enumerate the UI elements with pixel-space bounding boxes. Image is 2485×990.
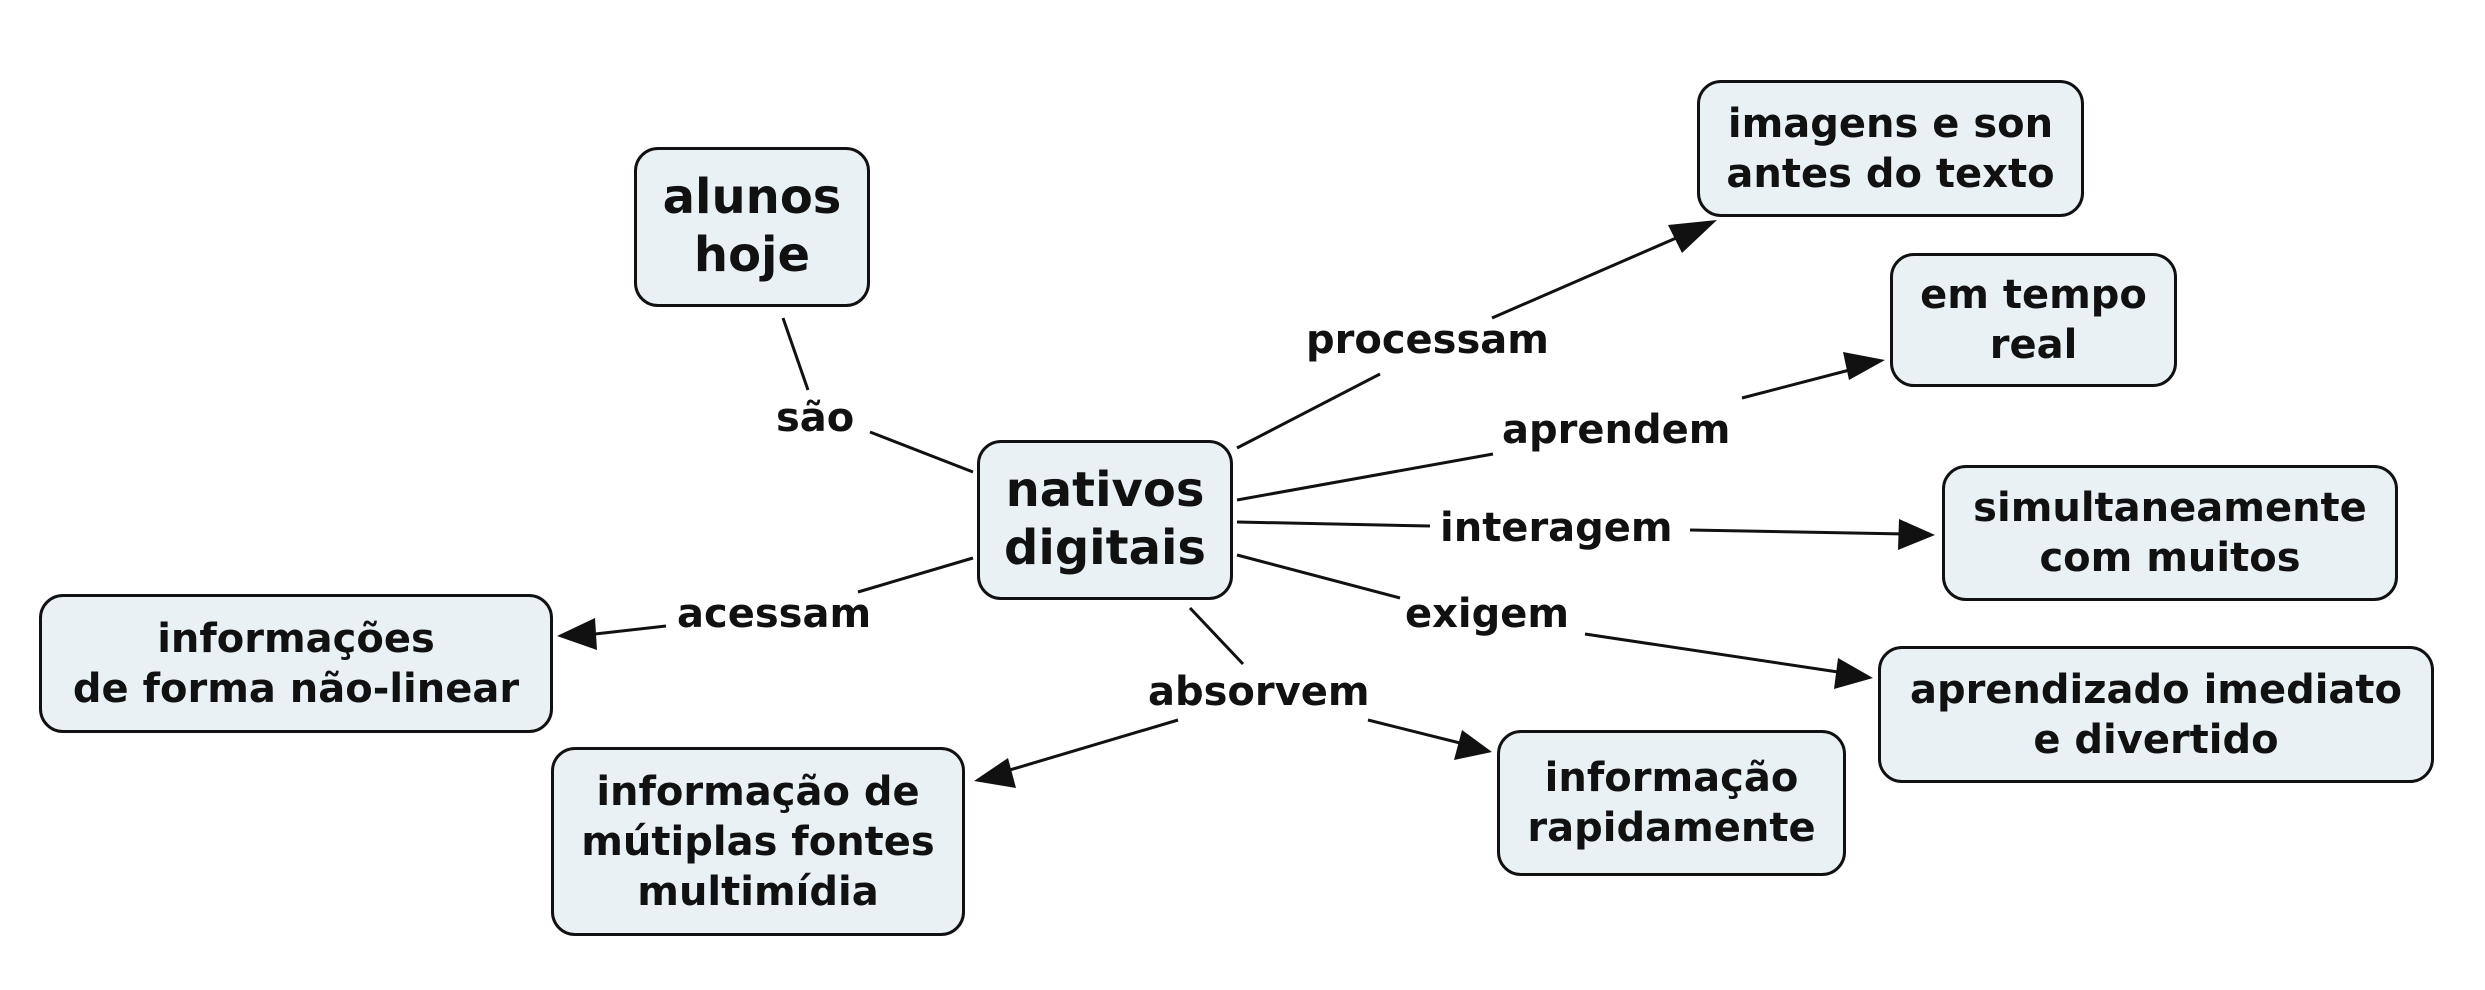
concept-text-line: hoje bbox=[693, 227, 811, 283]
connector-alunos-sao bbox=[781, 317, 810, 391]
concept-text-line: e divertido bbox=[2033, 716, 2279, 763]
connector-nativos-acessam bbox=[857, 556, 974, 594]
concept-text-line: informação de bbox=[596, 768, 920, 815]
concept-text-line: rapidamente bbox=[1527, 805, 1816, 851]
connector-nativos-absorvem bbox=[1188, 606, 1245, 666]
concept-text-line: real bbox=[1989, 322, 2078, 368]
concept-text-line: alunos bbox=[662, 169, 842, 226]
arrowhead-imagens bbox=[1668, 220, 1717, 253]
link-label-exigem[interactable]: exigem bbox=[1405, 591, 1570, 637]
concept-text-line: em tempo bbox=[1920, 272, 2147, 318]
connector-absorvem-rapid bbox=[1367, 718, 1473, 748]
connector-sao-nativos bbox=[869, 430, 974, 474]
connector-nativos-aprendem bbox=[1236, 452, 1494, 502]
connector-processam-imagens bbox=[1491, 230, 1691, 320]
concept-text-line: multimídia bbox=[637, 868, 879, 915]
connector-absorvem-multiplas bbox=[1002, 718, 1179, 774]
link-label-aprendem[interactable]: aprendem bbox=[1502, 407, 1731, 453]
arrowhead-informacoes bbox=[557, 618, 597, 650]
arrowhead-multiplas bbox=[974, 758, 1016, 788]
link-label-absorvem[interactable]: absorvem bbox=[1148, 669, 1370, 715]
concept-text-line: simultaneamente bbox=[1973, 485, 2367, 531]
connector-nativos-interagem bbox=[1236, 520, 1431, 528]
link-label-acessam[interactable]: acessam bbox=[677, 591, 872, 637]
concept-text-line: digitais bbox=[1004, 520, 1206, 576]
link-label-processam[interactable]: processam bbox=[1306, 317, 1549, 363]
concept-text-line: imagens e son bbox=[1727, 100, 2054, 147]
connector-interagem-simult bbox=[1689, 528, 1907, 536]
concept-text-line: mútiplas fontes bbox=[581, 818, 935, 865]
concept-text-line: nativos bbox=[1005, 462, 1205, 519]
connector-nativos-exigem bbox=[1236, 553, 1401, 600]
connector-aprendem-tempo bbox=[1741, 364, 1866, 400]
connector-nativos-processam bbox=[1236, 372, 1381, 450]
connector-exigem-aprendizado bbox=[1584, 632, 1839, 674]
arrowhead-aprendizado bbox=[1834, 658, 1873, 689]
concept-text-line: informações bbox=[157, 615, 435, 662]
link-label-interagem[interactable]: interagem bbox=[1440, 505, 1673, 551]
concept-text-line: aprendizado imediato bbox=[1909, 666, 2403, 713]
arrowhead-rapidamente bbox=[1454, 730, 1492, 760]
link-label-sao[interactable]: são bbox=[776, 395, 855, 441]
arrowhead-tempo-real bbox=[1843, 352, 1885, 380]
concept-text-line: de forma não-linear bbox=[72, 665, 520, 712]
concept-text-line: informação bbox=[1544, 755, 1799, 801]
concept-text-line: antes do texto bbox=[1726, 150, 2055, 197]
concept-text-line: com muitos bbox=[2039, 535, 2301, 581]
arrowhead-simultaneamente bbox=[1898, 519, 1935, 550]
connector-acessam-informacoes bbox=[594, 624, 667, 636]
